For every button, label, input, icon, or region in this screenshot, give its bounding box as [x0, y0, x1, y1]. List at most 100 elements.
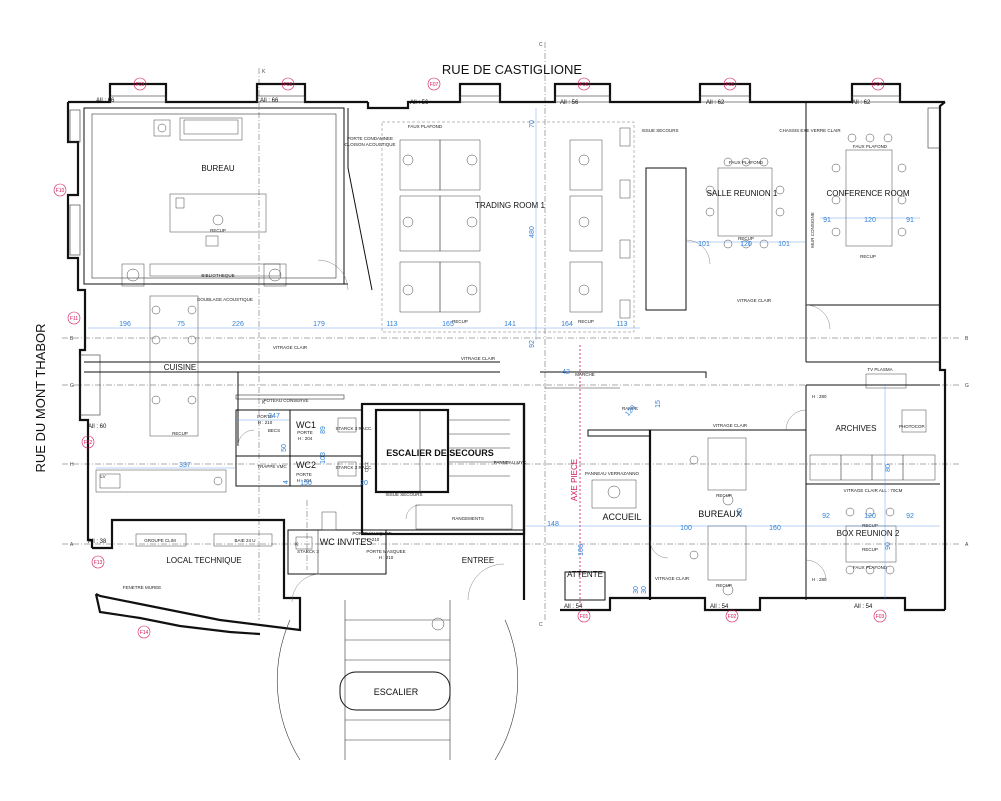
street-north: RUE DE CASTIGLIONE [442, 62, 582, 77]
escalier-secours [360, 402, 526, 536]
vitrage-clair-cuisine: VITRAGE CLAIR [273, 345, 308, 350]
dimension-values: 196 75 226 179 113 165 141 164 113 70 48… [119, 120, 914, 594]
svg-text:196: 196 [119, 321, 131, 328]
local-technique [135, 533, 273, 547]
svg-text:All : 38: All : 38 [88, 539, 107, 545]
svg-text:All : 60: All : 60 [88, 424, 107, 430]
poteau-conserve: POTEAU CONSERVE [264, 398, 309, 403]
svg-text:F04: F04 [874, 82, 883, 88]
dimension-lines [88, 108, 940, 600]
svg-text:179: 179 [313, 321, 325, 328]
svg-text:164: 164 [561, 321, 573, 328]
room-local-technique: LOCAL TECHNIQUE [166, 556, 241, 565]
svg-text:226: 226 [232, 321, 244, 328]
svg-text:101: 101 [778, 241, 790, 248]
facade-markers: F09 F08 F07 F06 F05 F04 F10 F11 F12 F13 … [53, 77, 887, 639]
issue-secours-south: ISSUE SECOURS [385, 492, 422, 497]
recup-bureaux-2: RECUP [716, 583, 732, 588]
porte-masquee-1-h: H : 210 [365, 537, 380, 542]
svg-text:F11: F11 [70, 316, 78, 322]
svg-text:165: 165 [442, 321, 454, 328]
axe-piece-label: AXE PIECE [570, 459, 579, 501]
bureaux [650, 385, 807, 600]
room-box-reunion: BOX REUNION 2 [837, 529, 900, 538]
svg-text:42: 42 [562, 369, 570, 376]
svg-text:F05: F05 [726, 82, 735, 88]
recup-bureaux-1: RECUP [716, 493, 732, 498]
room-conference: CONFERENCE ROOM [826, 189, 909, 198]
svg-text:K: K [262, 400, 266, 406]
svg-text:All : 56: All : 56 [410, 100, 429, 106]
recup-cuisine: RECUP [172, 431, 188, 436]
svg-text:148: 148 [547, 521, 559, 528]
svg-text:106: 106 [578, 544, 585, 556]
svg-text:F12: F12 [84, 440, 93, 446]
recup-box-2: RECUP [862, 547, 878, 552]
exterior-walls [66, 82, 947, 636]
svg-text:30: 30 [633, 586, 640, 594]
svg-text:120: 120 [740, 241, 752, 248]
svg-text:80: 80 [737, 508, 744, 516]
issue-secours-north: ISSUE SECOURS [641, 128, 678, 133]
faux-plafond-trading: FAUX PLAFOND [408, 124, 443, 129]
svg-text:113: 113 [616, 321, 627, 328]
room-escalier: ESCALIER [374, 687, 419, 697]
svg-text:A: A [965, 542, 969, 548]
baie-24u: BAIE 24 U [234, 538, 255, 543]
tv-plasma-shape [865, 373, 907, 389]
svg-text:H: H [70, 462, 74, 468]
room-accueil: ACCUEIL [602, 512, 641, 522]
porte-masquee-2: PORTE MASQUEE [366, 549, 405, 554]
svg-text:All : 56: All : 56 [560, 100, 579, 106]
svg-text:All : 54: All : 54 [710, 604, 729, 610]
svg-text:30: 30 [641, 586, 648, 594]
lv-label: LV [100, 474, 105, 479]
svg-text:75: 75 [177, 321, 185, 328]
becs-label: BECS [268, 428, 280, 433]
svg-text:F03: F03 [876, 614, 885, 620]
svg-text:F07: F07 [430, 82, 439, 88]
bureau-room [83, 107, 345, 287]
room-archives: ARCHIVES [836, 424, 877, 433]
svg-text:K: K [295, 542, 299, 548]
mur-consigne: MUR CONSIGNE [810, 212, 815, 248]
svg-text:F10: F10 [56, 188, 65, 194]
svg-text:B: B [70, 336, 74, 342]
recup-salle: RECUP [738, 236, 754, 241]
room-trading: TRADING ROOM 1 [475, 201, 545, 210]
svg-text:70: 70 [529, 120, 536, 128]
axis-labels: B B G G H H A A C C K K K D [70, 42, 969, 628]
svg-text:101: 101 [698, 241, 710, 248]
grand-escalier [276, 600, 519, 761]
svg-text:4: 4 [283, 480, 290, 484]
porte-wc1-b-h: H : 204 [298, 436, 313, 441]
svg-text:337: 337 [179, 462, 191, 469]
recup-box-1: RECUP [862, 523, 878, 528]
svg-text:All : 54: All : 54 [564, 604, 583, 610]
faux-plafond-box: FAUX PLAFOND [853, 565, 888, 570]
svg-text:All : 66: All : 66 [260, 98, 279, 104]
room-cuisine: CUISINE [164, 363, 196, 372]
porte-masquee-2-h: H : 210 [379, 555, 394, 560]
svg-text:All : 62: All : 62 [706, 100, 725, 106]
recup-conf: RECUP [860, 254, 876, 259]
room-wc2: WC2 [296, 460, 316, 470]
svg-text:92: 92 [529, 340, 536, 348]
svg-text:F13: F13 [94, 560, 103, 566]
svg-text:92: 92 [906, 513, 914, 520]
svg-text:89: 89 [320, 426, 327, 434]
recup-trading-2: RECUP [578, 319, 594, 324]
room-escalier-secours: ESCALIER DE SECOURS [386, 448, 494, 458]
cloison-acoustique: CLOISON ACOUSTIQUE [344, 142, 395, 147]
chassis-label: CHASSIS EXE VERRE CLAIR [779, 128, 841, 133]
vitrage-clair-all: VITRAGE CLAIR ALL : 70CM [844, 488, 903, 493]
trading-room [347, 108, 635, 333]
faux-plafond-salle: FAUX PLAFOND [729, 160, 764, 165]
salle-reunion [645, 102, 807, 311]
svg-text:All : 54: All : 54 [854, 604, 873, 610]
svg-text:A: A [70, 542, 74, 548]
panneau-myc: PANNEAU MYC [494, 460, 527, 465]
svg-text:B: B [965, 336, 969, 342]
vitrage-clair-accueil: VITRAGE CLAIR [655, 576, 690, 581]
svg-text:160: 160 [769, 525, 781, 532]
